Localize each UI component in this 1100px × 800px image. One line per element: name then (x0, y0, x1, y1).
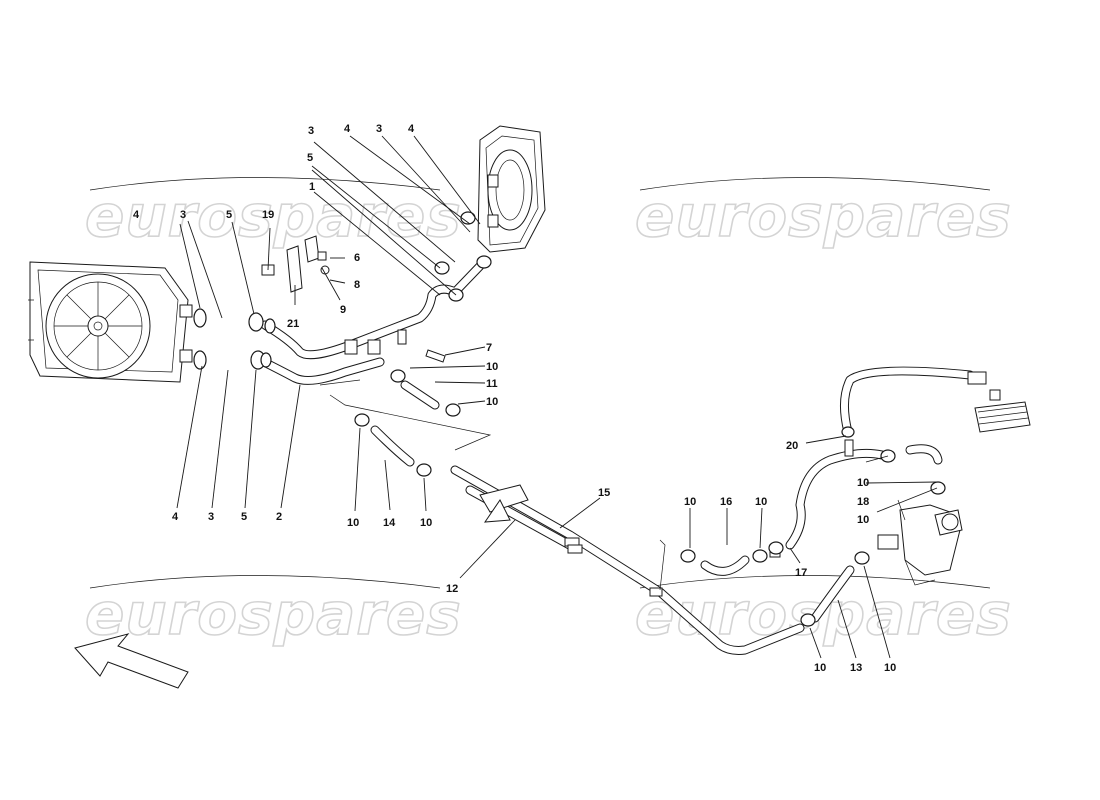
callout-20: 20 (786, 440, 798, 452)
callout-5: 5 (307, 152, 313, 164)
watermark-top-left: eurospares (85, 182, 462, 250)
callout-4: 4 (344, 123, 351, 135)
callout-9: 9 (340, 304, 346, 316)
left-radiator (28, 261, 193, 383)
callout-16: 16 (720, 496, 732, 508)
callout-8: 8 (354, 279, 360, 291)
callout-18: 18 (857, 496, 869, 508)
callout-5: 5 (226, 209, 232, 221)
callout-1: 1 (309, 181, 315, 193)
top-radiator (477, 125, 546, 253)
callout-10: 10 (857, 514, 869, 526)
callout-3: 3 (308, 125, 314, 137)
callout-10: 10 (486, 361, 498, 373)
watermarks: eurospares eurospares eurospares eurospa… (84, 177, 1012, 649)
watermark-top-right: eurospares (635, 182, 1012, 250)
callout-labels: 3 4 3 4 5 1 4 3 5 19 6 8 9 21 7 10 11 10… (133, 123, 896, 674)
callout-10: 10 (486, 396, 498, 408)
callout-12: 12 (446, 583, 458, 595)
callout-10: 10 (884, 662, 896, 674)
callout-14: 14 (383, 517, 396, 529)
callout-4: 4 (172, 511, 179, 523)
callout-13: 13 (850, 662, 862, 674)
callout-15: 15 (598, 487, 610, 499)
callout-10: 10 (347, 517, 359, 529)
leader-lines (176, 135, 938, 659)
callout-10: 10 (684, 496, 696, 508)
callout-2: 2 (276, 511, 282, 523)
components (261, 235, 1031, 597)
callout-11: 11 (486, 378, 498, 390)
callout-19: 19 (262, 209, 274, 221)
callout-7: 7 (486, 342, 492, 354)
callout-3: 3 (208, 511, 214, 523)
callout-4: 4 (133, 209, 140, 221)
callout-3: 3 (180, 209, 186, 221)
callout-4: 4 (408, 123, 415, 135)
callout-10: 10 (420, 517, 432, 529)
callout-10: 10 (857, 477, 869, 489)
direction-arrow-icon (74, 633, 189, 689)
watermark-bottom-right: eurospares (635, 580, 1012, 648)
callout-6: 6 (354, 252, 360, 264)
pipes (255, 261, 975, 655)
callout-5: 5 (241, 511, 247, 523)
watermark-bottom-left: eurospares (85, 580, 462, 648)
callout-17: 17 (795, 567, 807, 579)
callout-3: 3 (376, 123, 382, 135)
callout-10: 10 (755, 496, 767, 508)
callout-21: 21 (287, 318, 299, 330)
clamps (193, 211, 946, 627)
callout-10: 10 (814, 662, 826, 674)
